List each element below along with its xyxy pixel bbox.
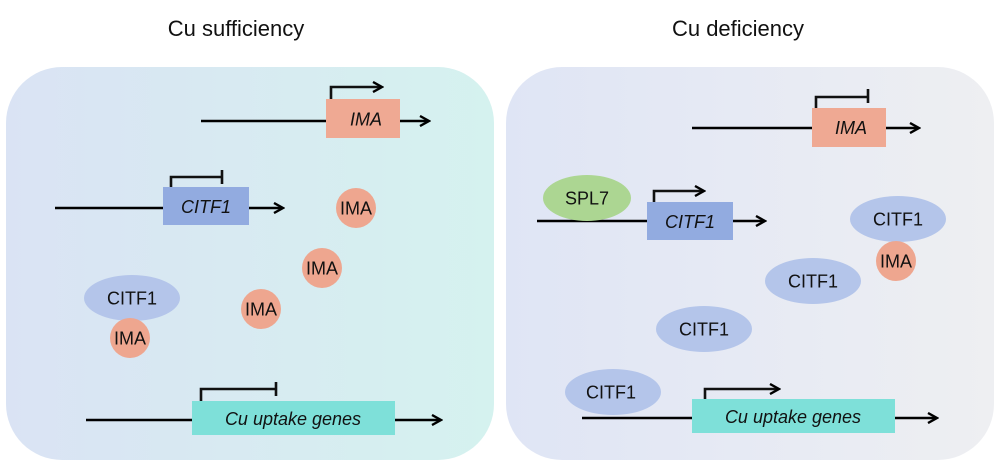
protein-label: CITF1 — [873, 210, 923, 230]
protein-label: IMA — [880, 252, 912, 272]
protein-label: CITF1 — [107, 289, 157, 309]
gene-cu-uptake: CITF1 Cu uptake genes — [565, 369, 937, 433]
protein-citf1: CITF1 — [765, 258, 861, 304]
protein-shape — [336, 188, 376, 228]
protein-citf1: CITF1 — [656, 306, 752, 352]
protein-shape-citf1 — [84, 275, 180, 321]
gene-label: Cu uptake genes — [725, 407, 861, 427]
gene-box — [192, 401, 395, 435]
panel-cu-sufficiency: Cu sufficiency IMA CITF1 IMA IMA — [6, 16, 494, 460]
panel-background — [506, 67, 994, 460]
protein-shape-citf1 — [850, 196, 946, 242]
protein-label: IMA — [114, 329, 146, 349]
protein-complex-citf1-ima: CITF1 IMA — [850, 196, 946, 281]
gene-box — [326, 99, 400, 138]
promoter-repressed-bar-icon — [169, 170, 224, 187]
gene-ima: IMA — [692, 89, 919, 147]
panel-title: Cu sufficiency — [168, 16, 305, 41]
gene-label: CITF1 — [665, 212, 715, 232]
protein-ima: IMA — [336, 188, 376, 228]
protein-label: IMA — [245, 300, 277, 320]
gene-label: Cu uptake genes — [225, 409, 361, 429]
panel-title: Cu deficiency — [672, 16, 804, 41]
promoter-active-arrow-icon — [652, 191, 704, 202]
panel-cu-deficiency: Cu deficiency IMA SPL7 CITF1 CITF1 IMA — [506, 16, 994, 460]
gene-box — [692, 399, 895, 433]
protein-shape — [302, 248, 342, 288]
gene-box — [812, 108, 886, 147]
gene-citf1: SPL7 CITF1 — [537, 175, 765, 240]
protein-shape — [656, 306, 752, 352]
protein-complex-citf1-ima: CITF1 IMA — [84, 275, 180, 358]
protein-label: CITF1 — [679, 320, 729, 340]
protein-shape — [765, 258, 861, 304]
gene-label: CITF1 — [181, 197, 231, 217]
protein-shape-ima — [876, 241, 916, 281]
protein-label: IMA — [306, 259, 338, 279]
promoter-active-arrow-icon — [329, 87, 382, 99]
gene-citf1: CITF1 — [55, 170, 283, 225]
protein-shape — [241, 289, 281, 329]
protein-label: SPL7 — [565, 189, 609, 209]
protein-shape-citf1 — [565, 369, 661, 415]
gene-cu-uptake: Cu uptake genes — [86, 382, 441, 435]
panel-background — [6, 67, 494, 460]
gene-label: IMA — [350, 110, 382, 130]
protein-ima: IMA — [241, 289, 281, 329]
protein-label: CITF1 — [586, 383, 636, 403]
gene-label: IMA — [835, 118, 867, 138]
protein-label: IMA — [340, 199, 372, 219]
gene-box — [163, 187, 249, 225]
protein-label: CITF1 — [788, 272, 838, 292]
gene-ima: IMA — [201, 87, 429, 138]
promoter-repressed-bar-icon — [814, 89, 870, 108]
protein-ima: IMA — [302, 248, 342, 288]
gene-box — [647, 202, 733, 240]
protein-shape-spl7 — [543, 175, 631, 221]
promoter-active-arrow-icon — [703, 389, 779, 399]
promoter-repressed-bar-icon — [199, 382, 278, 401]
protein-shape-ima — [110, 318, 150, 358]
